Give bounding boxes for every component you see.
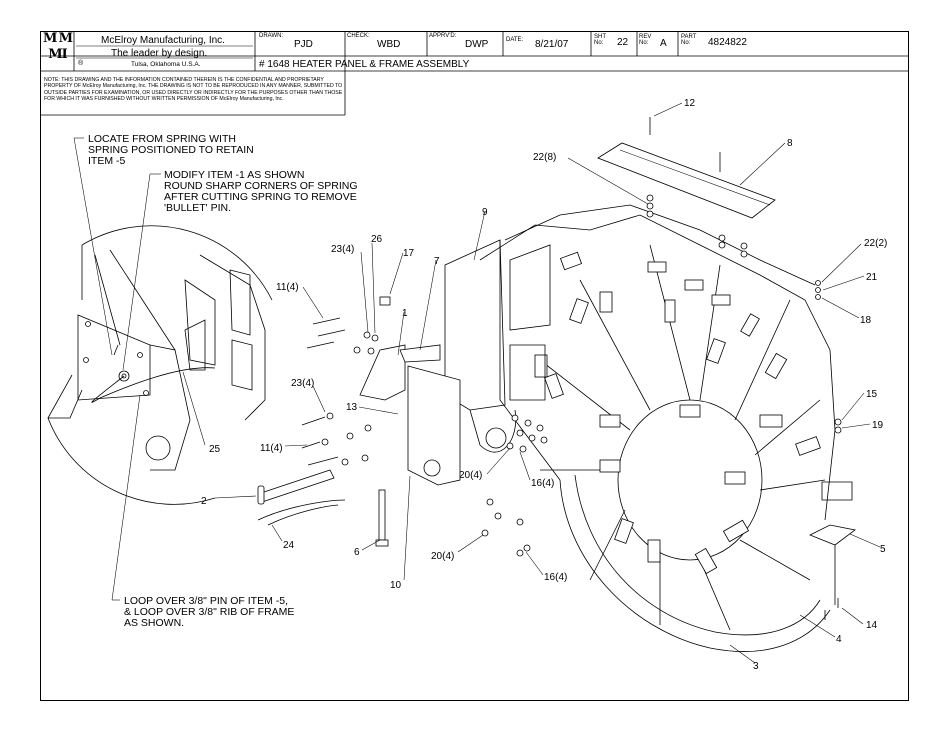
balloon-20-4-b: 20(4) [431,551,454,562]
company-logo: M M MI [43,31,73,69]
date-value: 8/21/07 [535,39,569,50]
balloon-25: 25 [209,444,221,455]
modify-item-note-line3: AFTER CUTTING SPRING TO REMOVE [164,191,357,203]
rev-value: A [660,38,667,49]
balloon-26: 26 [371,234,383,245]
drawn-caption: DRAWN: [259,33,284,39]
balloon-7: 7 [434,256,440,267]
balloon-2: 2 [201,496,207,507]
modify-item-note-line2: ROUND SHARP CORNERS OF SPRING [164,180,358,192]
confidentiality-notice: NOTE: THIS DRAWING AND THE INFORMATION C… [44,77,343,102]
modify-item-note-line1: MODIFY ITEM -1 AS SHOWN [164,169,304,181]
balloon-23-4-b: 23(4) [291,378,314,389]
leader-lines [73,102,881,664]
logo-letter-m1: M [43,31,57,46]
drawing-title: # 1648 HEATER PANEL & FRAME ASSEMBLY [259,59,470,70]
balloon-20-4-a: 20(4) [459,470,482,481]
check-value: WBD [377,39,401,50]
exploded-hardware [257,117,842,620]
spring-detail-view [47,225,273,505]
balloon-1: 1 [402,308,408,319]
balloon-11-4-a: 11(4) [276,282,299,293]
locate-spring-note-line2: SPRING POSITIONED TO RETAIN [88,144,254,156]
apprvd-value: DWP [465,39,489,50]
sht-caption: SHT No: [594,34,606,46]
registered-mark: ® [78,60,84,67]
balloon-6: 6 [354,547,360,558]
balloon-24: 24 [283,540,295,551]
drawn-value: PJD [294,39,313,50]
balloon-11-4-b: 11(4) [260,443,283,454]
balloon-16-4-a: 16(4) [531,478,554,489]
balloon-19: 19 [872,420,884,431]
balloon-9: 9 [482,207,488,218]
balloon-22-2: 22(2) [864,238,887,249]
balloon-16-4-b: 16(4) [544,572,567,583]
annotations: LOCATE FROM SPRING WITH SPRING POSITIONE… [88,133,358,629]
loop-over-note-line3: AS SHOWN. [124,617,184,629]
rev-caption: REV No: [639,34,652,46]
company-location: Tulsa, Oklahoma U.S.A. [131,61,201,68]
part-number: 4824822 [708,37,747,48]
title-block-grid [40,31,909,116]
heater-frame [444,142,856,652]
balloon-23-4-a: 23(4) [331,244,354,255]
loop-over-note-line1: LOOP OVER 3/8" PIN OF ITEM -5, [124,595,288,607]
balloon-3: 3 [753,661,759,672]
balloon-4: 4 [836,634,842,645]
logo-letter-m2: M [58,31,73,46]
item-balloons: 12 8 22(8) 22(2) 21 18 9 26 23(4) 17 7 1… [201,98,887,672]
date-caption: DATE: [506,37,524,43]
part-caption: PART No: [681,34,697,46]
locate-spring-note-line3: ITEM -5 [88,155,125,167]
balloon-10: 10 [390,580,402,591]
balloon-15: 15 [866,389,878,400]
balloon-5: 5 [880,544,886,555]
balloon-22-8: 22(8) [533,152,556,163]
company-name: McElroy Manufacturing, Inc. [101,35,225,46]
balloon-18: 18 [860,315,872,326]
modify-item-note-line4: 'BULLET' PIN. [164,202,231,214]
clip-brackets [534,251,821,575]
balloon-21: 21 [866,272,878,283]
company-tagline: The leader by design. [111,48,208,59]
sht-value: 22 [617,37,629,48]
balloon-12: 12 [684,98,696,109]
balloon-17: 17 [403,248,415,259]
apprvd-caption: APPRV'D: [429,33,457,39]
balloon-14: 14 [866,620,878,631]
loop-over-note-line2: & LOOP OVER 3/8" RIB OF FRAME [124,606,294,618]
balloon-13: 13 [346,402,358,413]
check-caption: CHECK: [347,33,370,39]
logo-letter-mi: MI [48,47,67,62]
drawing-sheet-border [40,31,909,701]
balloon-8: 8 [787,138,793,149]
locate-spring-note-line1: LOCATE FROM SPRING WITH [88,133,236,145]
